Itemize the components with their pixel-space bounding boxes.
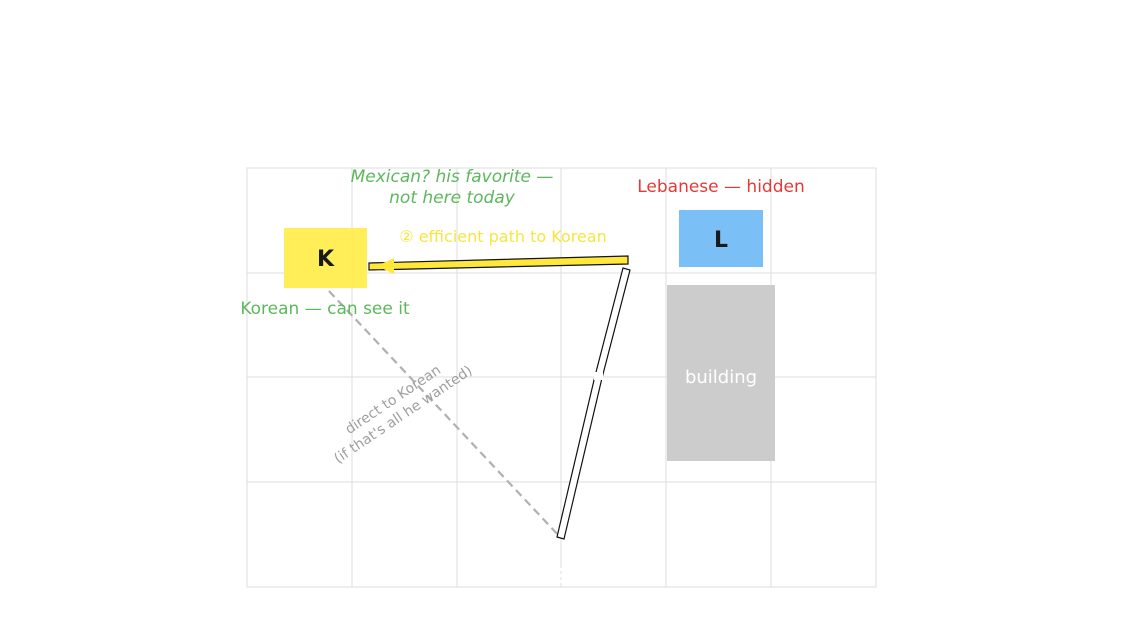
walking-path-joint [594, 372, 603, 380]
mexican-note-line2: not here today [389, 188, 516, 208]
mexican-note-line1: Mexican? his favorite — [351, 167, 554, 187]
efficient-path-label: ② efficient path to Korean [399, 227, 606, 246]
efficient-path-arrowhead [377, 258, 394, 274]
grid [246, 167, 877, 588]
efficient-path-arrow-band [368, 255, 629, 271]
building-block [667, 285, 775, 461]
lebanese-caption: Lebanese — hidden [637, 177, 805, 197]
direct-path-dashed [328, 290, 562, 539]
korean-restaurant-box [284, 228, 367, 288]
walking-path-upper [594, 267, 631, 379]
direct-label-line2: (if that's all he wanted) [331, 363, 475, 467]
walking-path-lower [556, 375, 603, 540]
building-label: building [685, 367, 757, 388]
lebanese-restaurant-box [679, 210, 763, 267]
korean-restaurant-letter: K [317, 247, 335, 272]
direct-path-label: direct to Korean (if that's all he wante… [331, 362, 475, 467]
korean-caption: Korean — can see it [240, 299, 410, 319]
lebanese-restaurant-letter: L [714, 228, 728, 253]
